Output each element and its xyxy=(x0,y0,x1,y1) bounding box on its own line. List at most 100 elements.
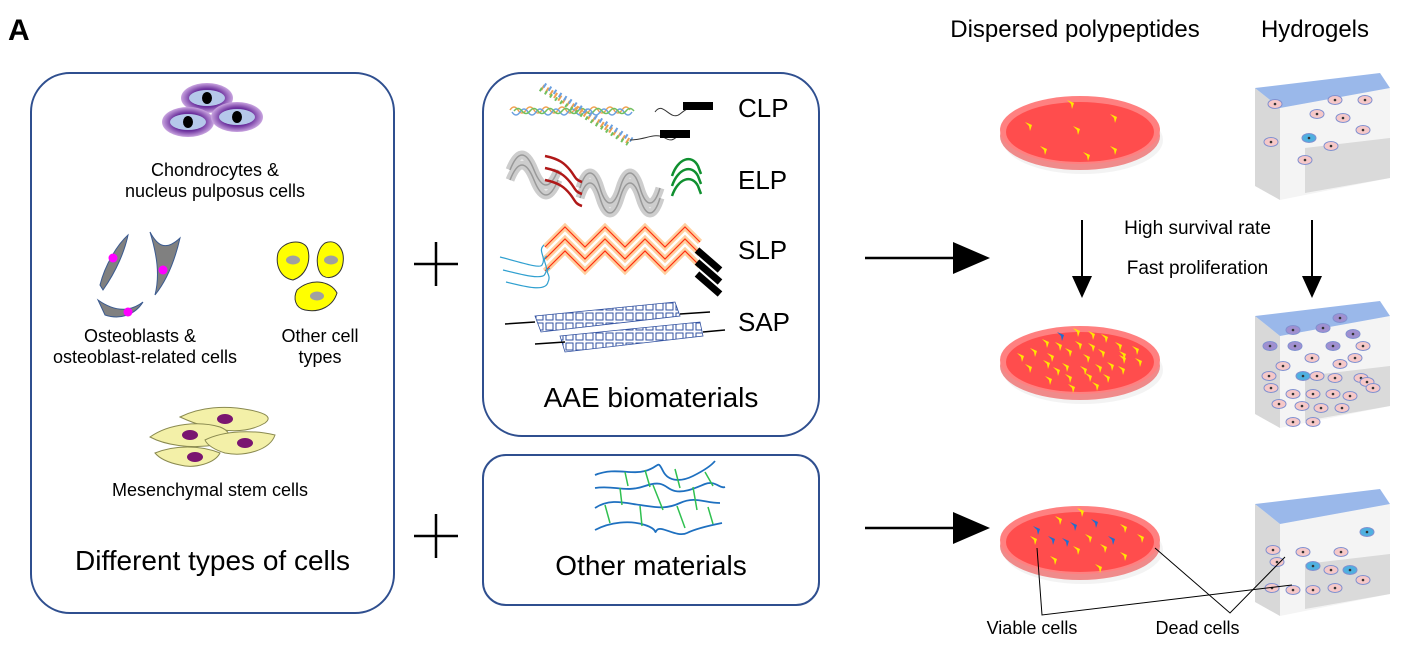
slp-label: SLP xyxy=(738,235,788,265)
viable-cell xyxy=(1083,152,1090,161)
viable-cell xyxy=(1068,384,1075,393)
viable-cell xyxy=(1100,544,1107,553)
other-cells-label-line2: types xyxy=(298,347,342,367)
dead-cell xyxy=(1057,332,1064,341)
dead-cell xyxy=(1048,536,1055,545)
osteoblasts-label-line1: Osteoblasts & xyxy=(83,326,197,346)
dead-cell xyxy=(1033,526,1040,535)
viable-cell xyxy=(1025,122,1032,131)
viable-cell xyxy=(1107,362,1114,371)
dead-cell xyxy=(1070,522,1077,531)
viable-cell xyxy=(1073,328,1080,337)
viable-cell xyxy=(1075,341,1082,350)
hydrogel-cube-other-materials xyxy=(1255,489,1390,616)
viable-cell xyxy=(1047,353,1054,362)
chondrocytes-label-line1: Chondrocytes & xyxy=(150,160,280,180)
viable-cell xyxy=(1040,146,1047,155)
viable-cell xyxy=(1115,342,1122,351)
viable-cell xyxy=(1083,354,1090,363)
viable-cell xyxy=(1073,546,1080,555)
viable-cell xyxy=(1137,534,1144,543)
viable-cell xyxy=(1101,334,1108,343)
petri-dish-few-cells xyxy=(1000,96,1163,174)
viable-cell xyxy=(1043,360,1050,369)
viable-cell xyxy=(1119,355,1126,364)
outcome-survival: High survival rate xyxy=(1124,218,1271,239)
viable-cell xyxy=(1065,374,1072,383)
arrow-down-icon xyxy=(1302,220,1322,298)
msc-label: Mesenchymal stem cells xyxy=(111,480,309,500)
sap-label: SAP xyxy=(738,307,791,337)
viable-cell xyxy=(1065,348,1072,357)
viable-cell xyxy=(1135,358,1142,367)
viable-cell xyxy=(1088,331,1095,340)
viable-cell xyxy=(1030,348,1037,357)
viable-cell xyxy=(1085,534,1092,543)
plus-icon xyxy=(414,242,458,286)
viable-cell xyxy=(1095,364,1102,373)
viable-cell xyxy=(1118,366,1125,375)
arrow-down-icon xyxy=(1072,220,1092,298)
viable-cell xyxy=(1055,342,1062,351)
outcome-proliferation: Fast proliferation xyxy=(1126,258,1269,279)
viable-cell xyxy=(1055,516,1062,525)
other-cells-label-line1: Other cell xyxy=(281,326,359,346)
viable-cell xyxy=(1120,524,1127,533)
viable-cell xyxy=(1085,373,1092,382)
aae-biomaterials-box xyxy=(482,72,820,437)
viable-cell xyxy=(1030,536,1037,545)
legend-viable-cells: Viable cells xyxy=(986,618,1078,638)
dead-cell xyxy=(1108,536,1115,545)
clp-label: CLP xyxy=(738,93,789,123)
viable-cell xyxy=(1110,114,1117,123)
cells-box-title: Different types of cells xyxy=(75,545,350,576)
viable-cell xyxy=(1092,382,1099,391)
viable-cell xyxy=(1050,556,1057,565)
cells-box xyxy=(30,72,395,614)
viable-cell xyxy=(1017,353,1024,362)
self-assembling-peptide-icon xyxy=(504,301,726,353)
petri-dish-other-materials xyxy=(1000,506,1163,584)
viable-cell xyxy=(1077,508,1084,517)
legend-leader-lines xyxy=(1036,547,1293,616)
viable-cell xyxy=(1042,339,1049,348)
dead-cell xyxy=(1062,538,1069,547)
viable-cell xyxy=(1062,363,1069,372)
elp-label: ELP xyxy=(738,165,788,195)
chondrocytes-label-line2: nucleus pulposus cells xyxy=(124,181,306,201)
collagen-like-polypeptide-icon xyxy=(509,82,713,146)
viable-cell xyxy=(1073,126,1080,135)
column-header-hydrogels: Hydrogels xyxy=(1260,16,1370,43)
viable-cell xyxy=(1067,100,1074,109)
column-header-dispersed: Dispersed polypeptides xyxy=(950,16,1200,43)
other-materials-title: Other materials xyxy=(555,550,747,581)
arrow-right-icon xyxy=(865,242,990,274)
osteoblast-cells-icon xyxy=(96,231,181,318)
viable-cell xyxy=(1088,343,1095,352)
other-materials-box xyxy=(482,454,820,606)
viable-cell xyxy=(1098,349,1105,358)
dead-cell xyxy=(1091,519,1098,528)
mesenchymal-stem-cells-icon xyxy=(149,406,276,467)
viable-cell xyxy=(1025,364,1032,373)
viable-cell xyxy=(1080,366,1087,375)
viable-cell xyxy=(1110,146,1117,155)
elastin-like-polypeptide-icon xyxy=(505,150,703,218)
viable-cell xyxy=(1045,376,1052,385)
legend-dead-cells: Dead cells xyxy=(1155,618,1240,638)
plus-icon xyxy=(414,514,458,558)
other-cells-icon xyxy=(276,241,344,312)
chondrocyte-cells-icon xyxy=(162,83,263,137)
silk-like-polypeptide-icon xyxy=(499,222,723,297)
petri-dish-proliferated xyxy=(1000,326,1163,404)
viable-cell xyxy=(1095,564,1102,573)
panel-label: A xyxy=(8,14,30,47)
viable-cell xyxy=(1103,374,1110,383)
viable-cell xyxy=(1132,346,1139,355)
hydrogel-cube-few-cells xyxy=(1255,73,1390,200)
osteoblasts-label-line2: osteoblast-related cells xyxy=(52,347,238,367)
aae-box-title: AAE biomaterials xyxy=(543,382,759,413)
arrow-right-icon xyxy=(865,512,990,544)
viable-cell xyxy=(1053,367,1060,376)
hydrogel-cube-proliferated xyxy=(1255,301,1390,428)
